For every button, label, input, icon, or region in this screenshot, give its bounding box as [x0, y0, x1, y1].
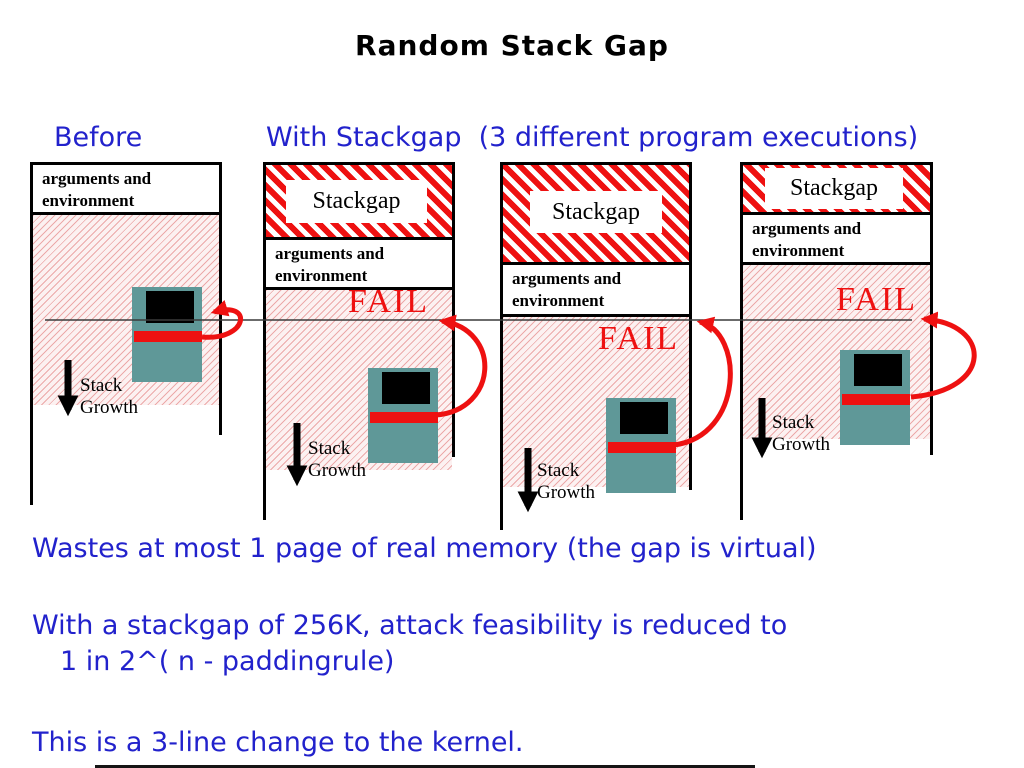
fail-label: FAIL [348, 283, 430, 320]
args-env-region: arguments and environment [743, 215, 930, 265]
note-kernel-change: This is a 3-line change to the kernel. [32, 727, 524, 758]
column-border [500, 162, 503, 530]
before-label: Before [54, 122, 143, 153]
column-border [500, 162, 692, 165]
computer-screen-icon [382, 372, 430, 404]
stack-growth-label: Stack Growth [80, 375, 139, 418]
fail-label: FAIL [836, 281, 918, 318]
note-stackgap-256k: With a stackgap of 256K, attack feasibil… [32, 610, 788, 641]
stackgap-region: Stackgap [743, 165, 930, 215]
stackgap-label: Stackgap [765, 168, 903, 209]
computer-icon [368, 368, 438, 463]
computer-screen-icon [146, 291, 194, 323]
column-border [30, 162, 222, 165]
column-border [689, 162, 692, 490]
column-border [30, 162, 33, 505]
stackgap-label: Stackgap [530, 191, 662, 233]
column-border [263, 162, 266, 520]
args-env-region: arguments and environment [33, 165, 219, 215]
stackgap-region: Stackgap [266, 165, 452, 240]
computer-screen-icon [854, 354, 902, 386]
column-border [740, 162, 743, 520]
page-title: Random Stack Gap [355, 29, 669, 62]
computer-led-bar [370, 412, 438, 423]
stackgap-label: Stackgap [286, 180, 427, 223]
note-formula: 1 in 2^( n - paddingrule) [60, 646, 395, 677]
column-border [219, 162, 222, 435]
column-border [740, 162, 933, 165]
fail-label: FAIL [598, 320, 680, 357]
column-border [452, 162, 455, 457]
computer-screen-icon [620, 402, 668, 434]
stack-growth-label: Stack Growth [537, 460, 596, 503]
computer-led-bar [608, 442, 676, 453]
args-env-region: arguments and environment [503, 265, 689, 317]
computer-icon [132, 287, 202, 382]
computer-icon [606, 398, 676, 493]
stack-growth-label: Stack Growth [772, 412, 831, 455]
clipped-text-edge [95, 765, 755, 768]
computer-icon [840, 350, 910, 445]
computer-led-bar [134, 331, 202, 342]
column-border [930, 162, 933, 455]
with-stackgap-label: With Stackgap (3 different program execu… [266, 122, 919, 153]
stack-growth-label: Stack Growth [308, 438, 367, 481]
column-border [263, 162, 455, 165]
stackgap-region: Stackgap [503, 165, 689, 265]
computer-led-bar [842, 394, 910, 405]
note-wastes: Wastes at most 1 page of real memory (th… [32, 533, 817, 564]
args-env-region: arguments and environment [266, 240, 452, 290]
